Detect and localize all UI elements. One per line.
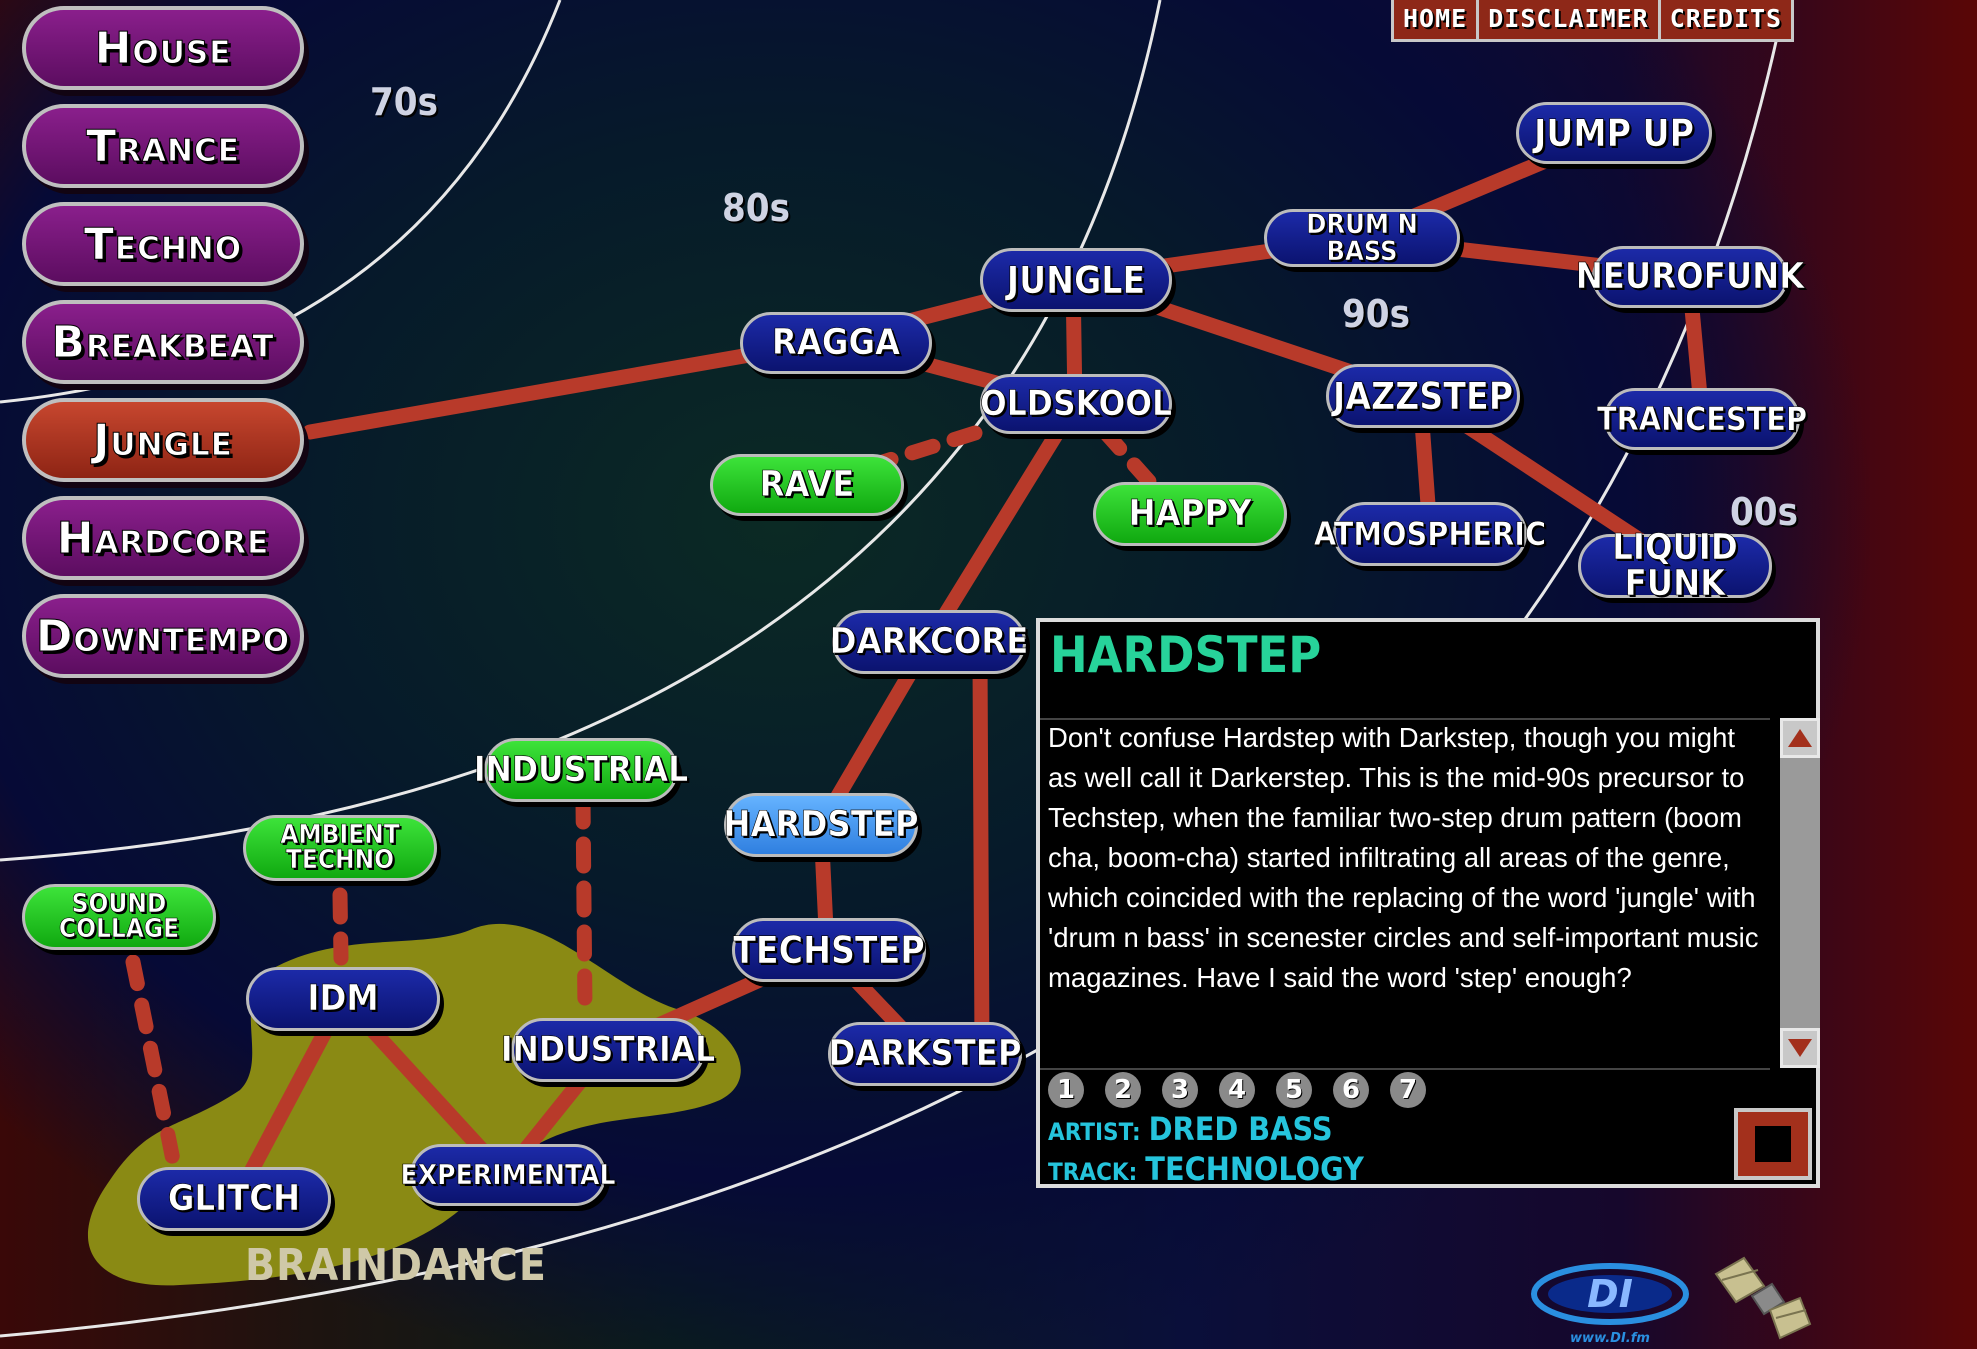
genre-node-oldskool[interactable]: OLDSKOOL [980, 374, 1172, 434]
decade-label-90s: 90s [1342, 292, 1410, 336]
info-description: Don't confuse Hardstep with Darkstep, th… [1048, 722, 1759, 993]
track-selector: 1 2 3 4 5 6 7 [1048, 1072, 1426, 1108]
di-fm-logo[interactable]: DI www.DI.fm [1530, 1252, 1690, 1346]
sidebar-item-hardcore[interactable]: Hardcore [22, 496, 304, 580]
genre-node-ambient-techno[interactable]: AMBIENT TECHNO [243, 815, 437, 881]
genre-node-hardstep[interactable]: HARDSTEP [723, 793, 919, 857]
scroll-down-button[interactable] [1780, 1028, 1820, 1068]
info-title: HARDSTEP [1050, 626, 1322, 684]
logo-text: DI [1587, 1272, 1633, 1316]
arrow-down-icon [1788, 1039, 1812, 1057]
track-line: TRACK:TECHNOLOGY [1048, 1150, 1364, 1188]
genre-node-darkcore[interactable]: DARKCORE [829, 610, 1029, 674]
track-value: TECHNOLOGY [1145, 1150, 1364, 1188]
track-button-2[interactable]: 2 [1105, 1072, 1141, 1108]
info-divider [1040, 718, 1770, 720]
sidebar-item-jungle[interactable]: Jungle [22, 398, 304, 482]
top-nav: HOME DISCLAIMER CREDITS [1391, 0, 1795, 42]
genre-node-jungle[interactable]: JUNGLE [980, 248, 1172, 312]
braindance-label: BRAINDANCE [245, 1240, 547, 1291]
track-label: TRACK: [1048, 1158, 1138, 1186]
decade-label-70s: 70s [370, 80, 438, 124]
genre-node-ragga[interactable]: RAGGA [740, 312, 932, 374]
track-button-3[interactable]: 3 [1162, 1072, 1198, 1108]
nav-credits-link[interactable]: CREDITS [1669, 4, 1783, 33]
nav-home-link[interactable]: HOME [1394, 0, 1480, 39]
satellite-icon [1714, 1256, 1812, 1340]
scroll-up-button[interactable] [1780, 718, 1820, 758]
genre-node-atmospheric[interactable]: ATMOSPHERIC [1314, 502, 1546, 566]
logo-url: www.DI.fm [1570, 1331, 1650, 1346]
genre-info-panel: HARDSTEP Don't confuse Hardstep with Dar… [1036, 618, 1820, 1188]
genre-node-industrial-blue[interactable]: INDUSTRIAL [501, 1018, 715, 1082]
genre-node-glitch[interactable]: GLITCH [137, 1167, 331, 1231]
artist-label: ARTIST: [1048, 1118, 1141, 1146]
stop-icon [1755, 1126, 1791, 1162]
genre-node-industrial-green[interactable]: INDUSTRIAL [474, 738, 688, 802]
artist-value: DRED BASS [1148, 1110, 1333, 1148]
decade-label-00s: 00s [1730, 490, 1798, 534]
track-button-4[interactable]: 4 [1219, 1072, 1255, 1108]
nav-disclaimer-link[interactable]: DISCLAIMER [1479, 0, 1661, 39]
track-button-5[interactable]: 5 [1276, 1072, 1312, 1108]
genre-node-rave[interactable]: RAVE [710, 454, 904, 516]
genre-node-trancestep[interactable]: TRANCESTEP [1597, 388, 1807, 450]
track-button-6[interactable]: 6 [1333, 1072, 1369, 1108]
sidebar-item-trance[interactable]: Trance [22, 104, 304, 188]
genre-node-drum-n-bass[interactable]: DRUM N BASS [1264, 209, 1460, 267]
stop-button[interactable] [1734, 1108, 1812, 1180]
genre-node-happy[interactable]: HAPPY [1093, 482, 1287, 546]
genre-node-darkstep[interactable]: DARKSTEP [828, 1022, 1022, 1086]
genre-node-jazzstep[interactable]: JAZZSTEP [1326, 364, 1520, 428]
decade-label-80s: 80s [722, 186, 790, 230]
sidebar-item-house[interactable]: House [22, 6, 304, 90]
genre-node-liquid-funk[interactable]: LIQUID FUNK [1578, 529, 1772, 602]
sidebar-item-breakbeat[interactable]: Breakbeat [22, 300, 304, 384]
genre-node-sound-collage[interactable]: SOUND COLLAGE [22, 884, 216, 950]
info-scrollbar[interactable] [1780, 718, 1820, 1068]
sidebar-item-downtempo[interactable]: Downtempo [22, 594, 304, 678]
genre-node-jump-up[interactable]: JUMP UP [1516, 102, 1712, 164]
track-button-7[interactable]: 7 [1390, 1072, 1426, 1108]
genre-node-neurofunk[interactable]: NEUROFUNK [1575, 246, 1805, 308]
genre-node-experimental[interactable]: EXPERIMENTAL [400, 1144, 616, 1206]
genre-node-idm[interactable]: IDM [246, 967, 440, 1031]
track-button-1[interactable]: 1 [1048, 1072, 1084, 1108]
arrow-up-icon [1788, 729, 1812, 747]
genre-node-techstep[interactable]: TECHSTEP [732, 918, 926, 982]
info-divider [1040, 1068, 1770, 1070]
artist-line: ARTIST:DRED BASS [1048, 1110, 1333, 1148]
sidebar-item-techno[interactable]: Techno [22, 202, 304, 286]
